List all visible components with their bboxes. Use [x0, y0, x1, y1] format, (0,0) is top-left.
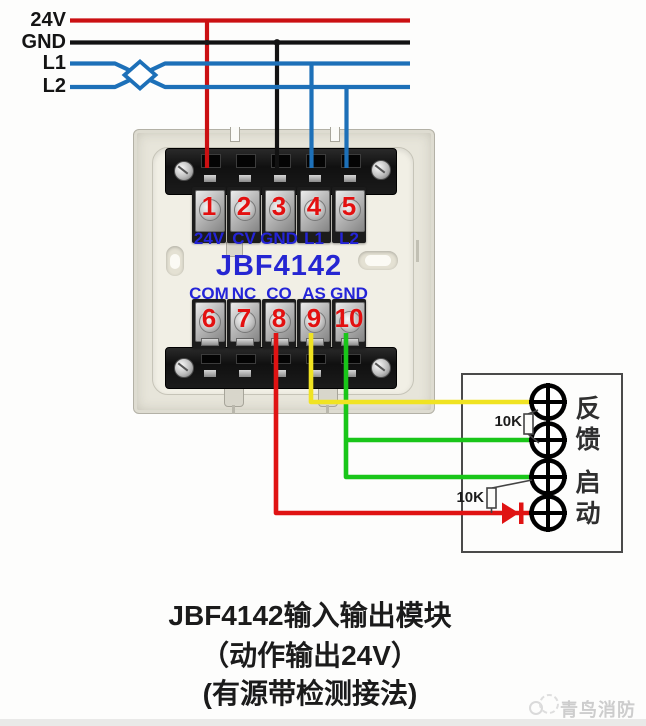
junction-dot — [273, 39, 281, 46]
connector-pin — [344, 370, 356, 377]
diode-icon — [502, 502, 524, 524]
terminal-number: 10 — [334, 303, 364, 333]
terminal-screw-icon — [300, 190, 330, 232]
bus-label-gnd: GND — [21, 31, 66, 53]
terminal-foot — [236, 338, 254, 346]
bus-label-24v: 24V — [30, 9, 66, 31]
wire-l1-bus — [70, 61, 410, 90]
caption-subtitle: （动作输出24V） — [201, 640, 419, 671]
connector-socket — [306, 354, 326, 364]
connector-socket — [201, 354, 221, 364]
connector-pin — [309, 370, 321, 377]
bus-label-l2: L2 — [42, 75, 66, 97]
screw-icon — [371, 160, 391, 180]
terminal-number: 7 — [236, 303, 252, 333]
connector-socket — [341, 154, 361, 168]
connector-pin — [274, 175, 286, 182]
junction-dot — [204, 39, 210, 46]
connector-pin — [344, 175, 356, 182]
screw-icon — [174, 161, 194, 181]
terminal-number: 1 — [201, 191, 217, 221]
connector-pin — [204, 175, 216, 182]
terminal-screw-icon — [195, 302, 225, 342]
terminal-label-nc: NC — [231, 284, 257, 303]
terminal-label-l2: L2 — [339, 229, 359, 248]
connector-socket — [271, 354, 291, 364]
caption-note: (有源带检测接法) — [202, 678, 418, 709]
terminal-number: 5 — [341, 191, 357, 221]
caption-title: JBF4142输入输出模块 — [168, 600, 452, 631]
terminal-number: 8 — [271, 303, 287, 333]
terminal-block-3: 3 — [262, 187, 296, 243]
terminal-label-24v: 24V — [193, 229, 225, 248]
connector-pin — [239, 175, 251, 182]
mounting-slot-left — [166, 246, 184, 276]
terminal-number: 3 — [271, 191, 287, 221]
connector-pin — [309, 175, 321, 182]
connector-socket — [236, 354, 256, 364]
resistor-value-label: 10K — [494, 413, 522, 430]
connector-socket — [271, 154, 291, 168]
footer-band — [0, 719, 646, 726]
terminal-block-8: 8 — [262, 299, 296, 348]
terminal-label-com: COM — [189, 284, 229, 303]
terminal-screw-icon — [230, 190, 260, 232]
connector-socket — [201, 154, 221, 168]
terminal-foot — [306, 338, 324, 346]
terminal-label-as: AS — [302, 284, 326, 303]
io-terminal-icon — [529, 458, 567, 496]
terminal-label-co: CO — [266, 284, 292, 303]
bus-label-l1: L1 — [42, 52, 66, 74]
resistor-icon — [486, 479, 533, 513]
terminal-screw-icon — [335, 190, 365, 232]
watermark-text: 青鸟消防 — [560, 700, 636, 720]
terminal-label-l1: L1 — [304, 229, 324, 248]
io-terminal-icon — [529, 383, 567, 421]
resistor-icon — [523, 409, 540, 444]
bird-logo-icon — [529, 694, 559, 715]
terminal-block-2: 2 — [227, 187, 261, 243]
io-terminal-icon — [529, 421, 567, 459]
io-terminal-icon — [529, 494, 567, 532]
terminal-block-9: 9 — [297, 299, 331, 348]
connector-pin — [239, 370, 251, 377]
screw-icon — [371, 358, 391, 378]
terminal-block-5: 5 — [332, 187, 366, 243]
connector-pin — [204, 370, 216, 377]
mounting-slot-right — [358, 251, 398, 270]
feedback-label: 反馈 — [575, 395, 601, 454]
terminal-screw-icon — [195, 190, 225, 232]
terminal-number: 2 — [236, 191, 252, 221]
terminal-block-4: 4 — [297, 187, 331, 243]
connector-socket — [341, 354, 361, 364]
terminal-screw-icon — [265, 190, 295, 232]
module-model-name: JBF4142 — [215, 250, 343, 282]
mounting-notch — [330, 127, 340, 142]
resistor-value-label: 10K — [456, 489, 484, 506]
connector-socket — [236, 154, 256, 168]
terminal-block-7: 7 — [227, 299, 261, 348]
terminal-number: 9 — [306, 303, 322, 333]
start-label: 启动 — [575, 469, 601, 528]
terminal-label-cv: CV — [232, 229, 256, 248]
terminal-foot — [271, 338, 289, 346]
bottom-connector-strip — [165, 347, 397, 389]
frame-slit — [416, 240, 419, 262]
twisted-pair-icon — [121, 58, 159, 92]
screw-icon — [174, 358, 194, 378]
connector-pin — [274, 370, 286, 377]
mounting-notch — [230, 127, 240, 142]
terminal-label-gnd2: GND — [330, 284, 368, 303]
terminal-number: 4 — [306, 191, 322, 221]
terminal-foot — [201, 338, 219, 346]
wire-l2-bus — [70, 61, 410, 90]
terminal-block-1: 1 — [192, 187, 226, 243]
terminal-block-6: 6 — [192, 299, 226, 348]
terminal-label-gnd: GND — [260, 229, 298, 248]
terminal-foot — [341, 338, 359, 346]
terminal-number: 6 — [201, 303, 217, 333]
connector-socket — [306, 154, 326, 168]
terminal-block-10: 10 — [332, 299, 366, 348]
